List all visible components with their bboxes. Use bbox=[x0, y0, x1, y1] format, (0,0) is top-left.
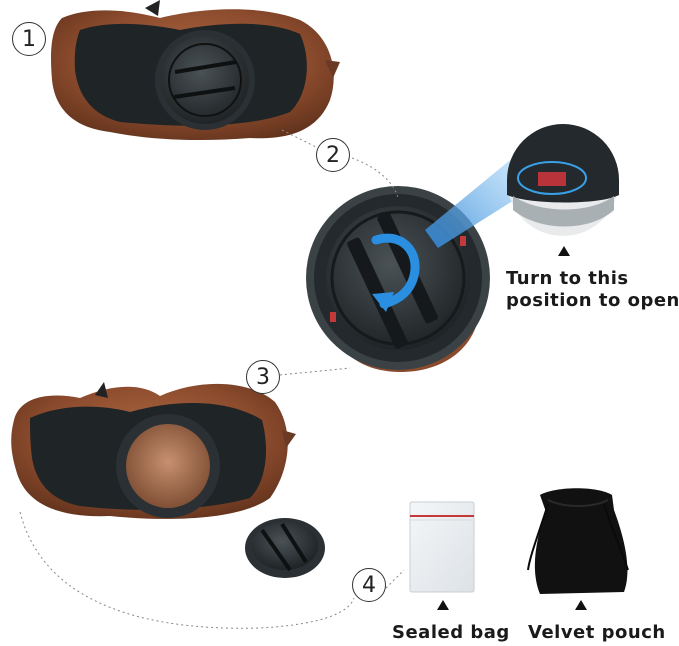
removed-lid bbox=[245, 518, 325, 578]
figure-3-bank-opened bbox=[11, 382, 296, 519]
connector-lines bbox=[19, 129, 405, 629]
turn-caption-line2: position to open bbox=[506, 290, 679, 311]
pointer-triangle-velvet-pouch bbox=[575, 600, 587, 610]
velvet-pouch-image bbox=[527, 488, 629, 594]
figure-1-bank-underside bbox=[51, 0, 340, 141]
velvet-pouch-caption: Velvet pouch bbox=[528, 622, 666, 643]
highlight-beam bbox=[425, 152, 522, 248]
turn-caption-line1: Turn to this bbox=[506, 268, 629, 289]
sealed-bag-caption: Sealed bag bbox=[392, 622, 510, 643]
pointer-triangle-turn bbox=[558, 246, 570, 256]
sealed-bag-image bbox=[409, 501, 475, 593]
step-marker-4: 4 bbox=[352, 568, 386, 602]
zoom-inset bbox=[507, 124, 619, 236]
pointer-triangle-sealed-bag bbox=[437, 600, 449, 610]
figure-2-lid-closeup bbox=[306, 186, 490, 372]
step-marker-2: 2 bbox=[316, 138, 350, 172]
step-marker-1: 1 bbox=[12, 22, 46, 56]
step-marker-3: 3 bbox=[246, 360, 280, 394]
